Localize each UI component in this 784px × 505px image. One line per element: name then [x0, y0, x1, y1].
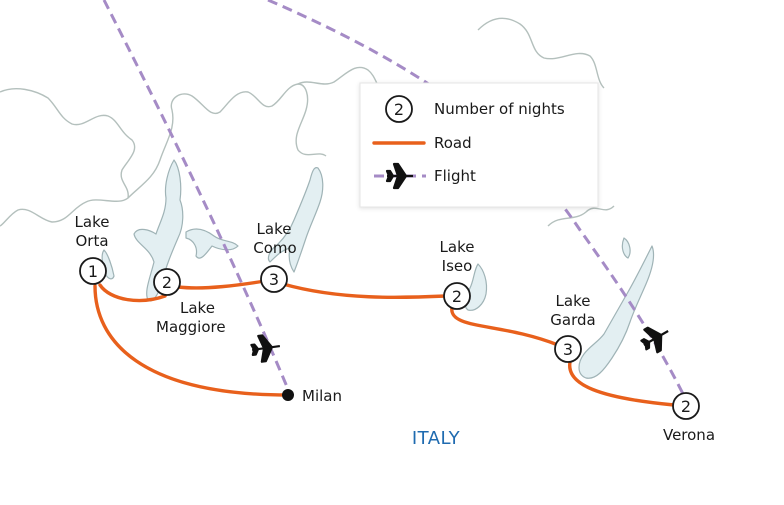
legend-nights-sample: 2	[394, 100, 404, 119]
road-garda-verona	[568, 360, 676, 407]
night-count-iseo: 2	[452, 287, 462, 306]
night-marker-como: 3	[260, 265, 288, 293]
label-garda-line2: Garda	[550, 311, 595, 329]
label-milan: Milan	[302, 387, 342, 405]
country-label: ITALY	[412, 428, 461, 449]
road-como-iseo	[281, 282, 448, 300]
night-count-maggiore: 2	[162, 273, 172, 292]
flight-route-milan	[102, 0, 292, 395]
legend-nights-marker: 2	[385, 95, 413, 123]
place-labels: Lake Orta Lake Maggiore Lake Como Lake I…	[75, 213, 715, 449]
border-line-ridge	[127, 83, 327, 199]
night-marker-iseo: 2	[443, 282, 471, 310]
label-como-line2: Como	[253, 239, 296, 257]
legend-road-label: Road	[434, 134, 472, 152]
border-line-west	[0, 88, 136, 227]
label-maggiore-line1: Lake	[180, 299, 215, 317]
label-verona: Verona	[663, 426, 715, 444]
label-iseo-line2: Iseo	[442, 257, 473, 275]
legend: 2 Number of nights Road Flight	[359, 82, 599, 208]
airplane-icon	[640, 326, 669, 354]
night-count-como: 3	[269, 270, 279, 289]
legend-flight-label: Flight	[434, 167, 476, 185]
night-count-orta: 1	[88, 262, 98, 281]
road-orta-milan	[93, 284, 290, 397]
night-marker-garda: 3	[554, 335, 582, 363]
lake-lugano	[185, 228, 239, 259]
legend-nights-label: Number of nights	[434, 100, 565, 118]
label-orta-line1: Lake	[75, 213, 110, 231]
night-marker-verona: 2	[672, 392, 700, 420]
airplane-icon	[250, 334, 281, 363]
label-orta-line2: Orta	[75, 232, 108, 250]
terrain-lines	[0, 17, 615, 227]
night-count-verona: 2	[681, 397, 691, 416]
label-maggiore-line2: Maggiore	[156, 318, 226, 336]
border-line-east	[477, 17, 605, 89]
night-marker-maggiore: 2	[153, 268, 181, 296]
lake-maggiore	[133, 159, 184, 302]
border-line-garda	[547, 205, 615, 227]
road-route	[93, 279, 676, 407]
road-orta-maggiore	[98, 283, 167, 303]
lake-small-east	[621, 237, 631, 259]
road-maggiore-como	[176, 279, 267, 290]
label-iseo-line1: Lake	[440, 238, 475, 256]
label-como-line1: Lake	[257, 220, 292, 238]
night-count-garda: 3	[563, 340, 573, 359]
milan-dot	[282, 389, 294, 401]
lake-como	[267, 167, 324, 273]
lake-garda	[578, 245, 655, 379]
label-garda-line1: Lake	[556, 292, 591, 310]
airplane-icon	[385, 162, 413, 190]
night-marker-orta: 1	[79, 257, 107, 285]
road-iseo-garda	[450, 305, 560, 347]
